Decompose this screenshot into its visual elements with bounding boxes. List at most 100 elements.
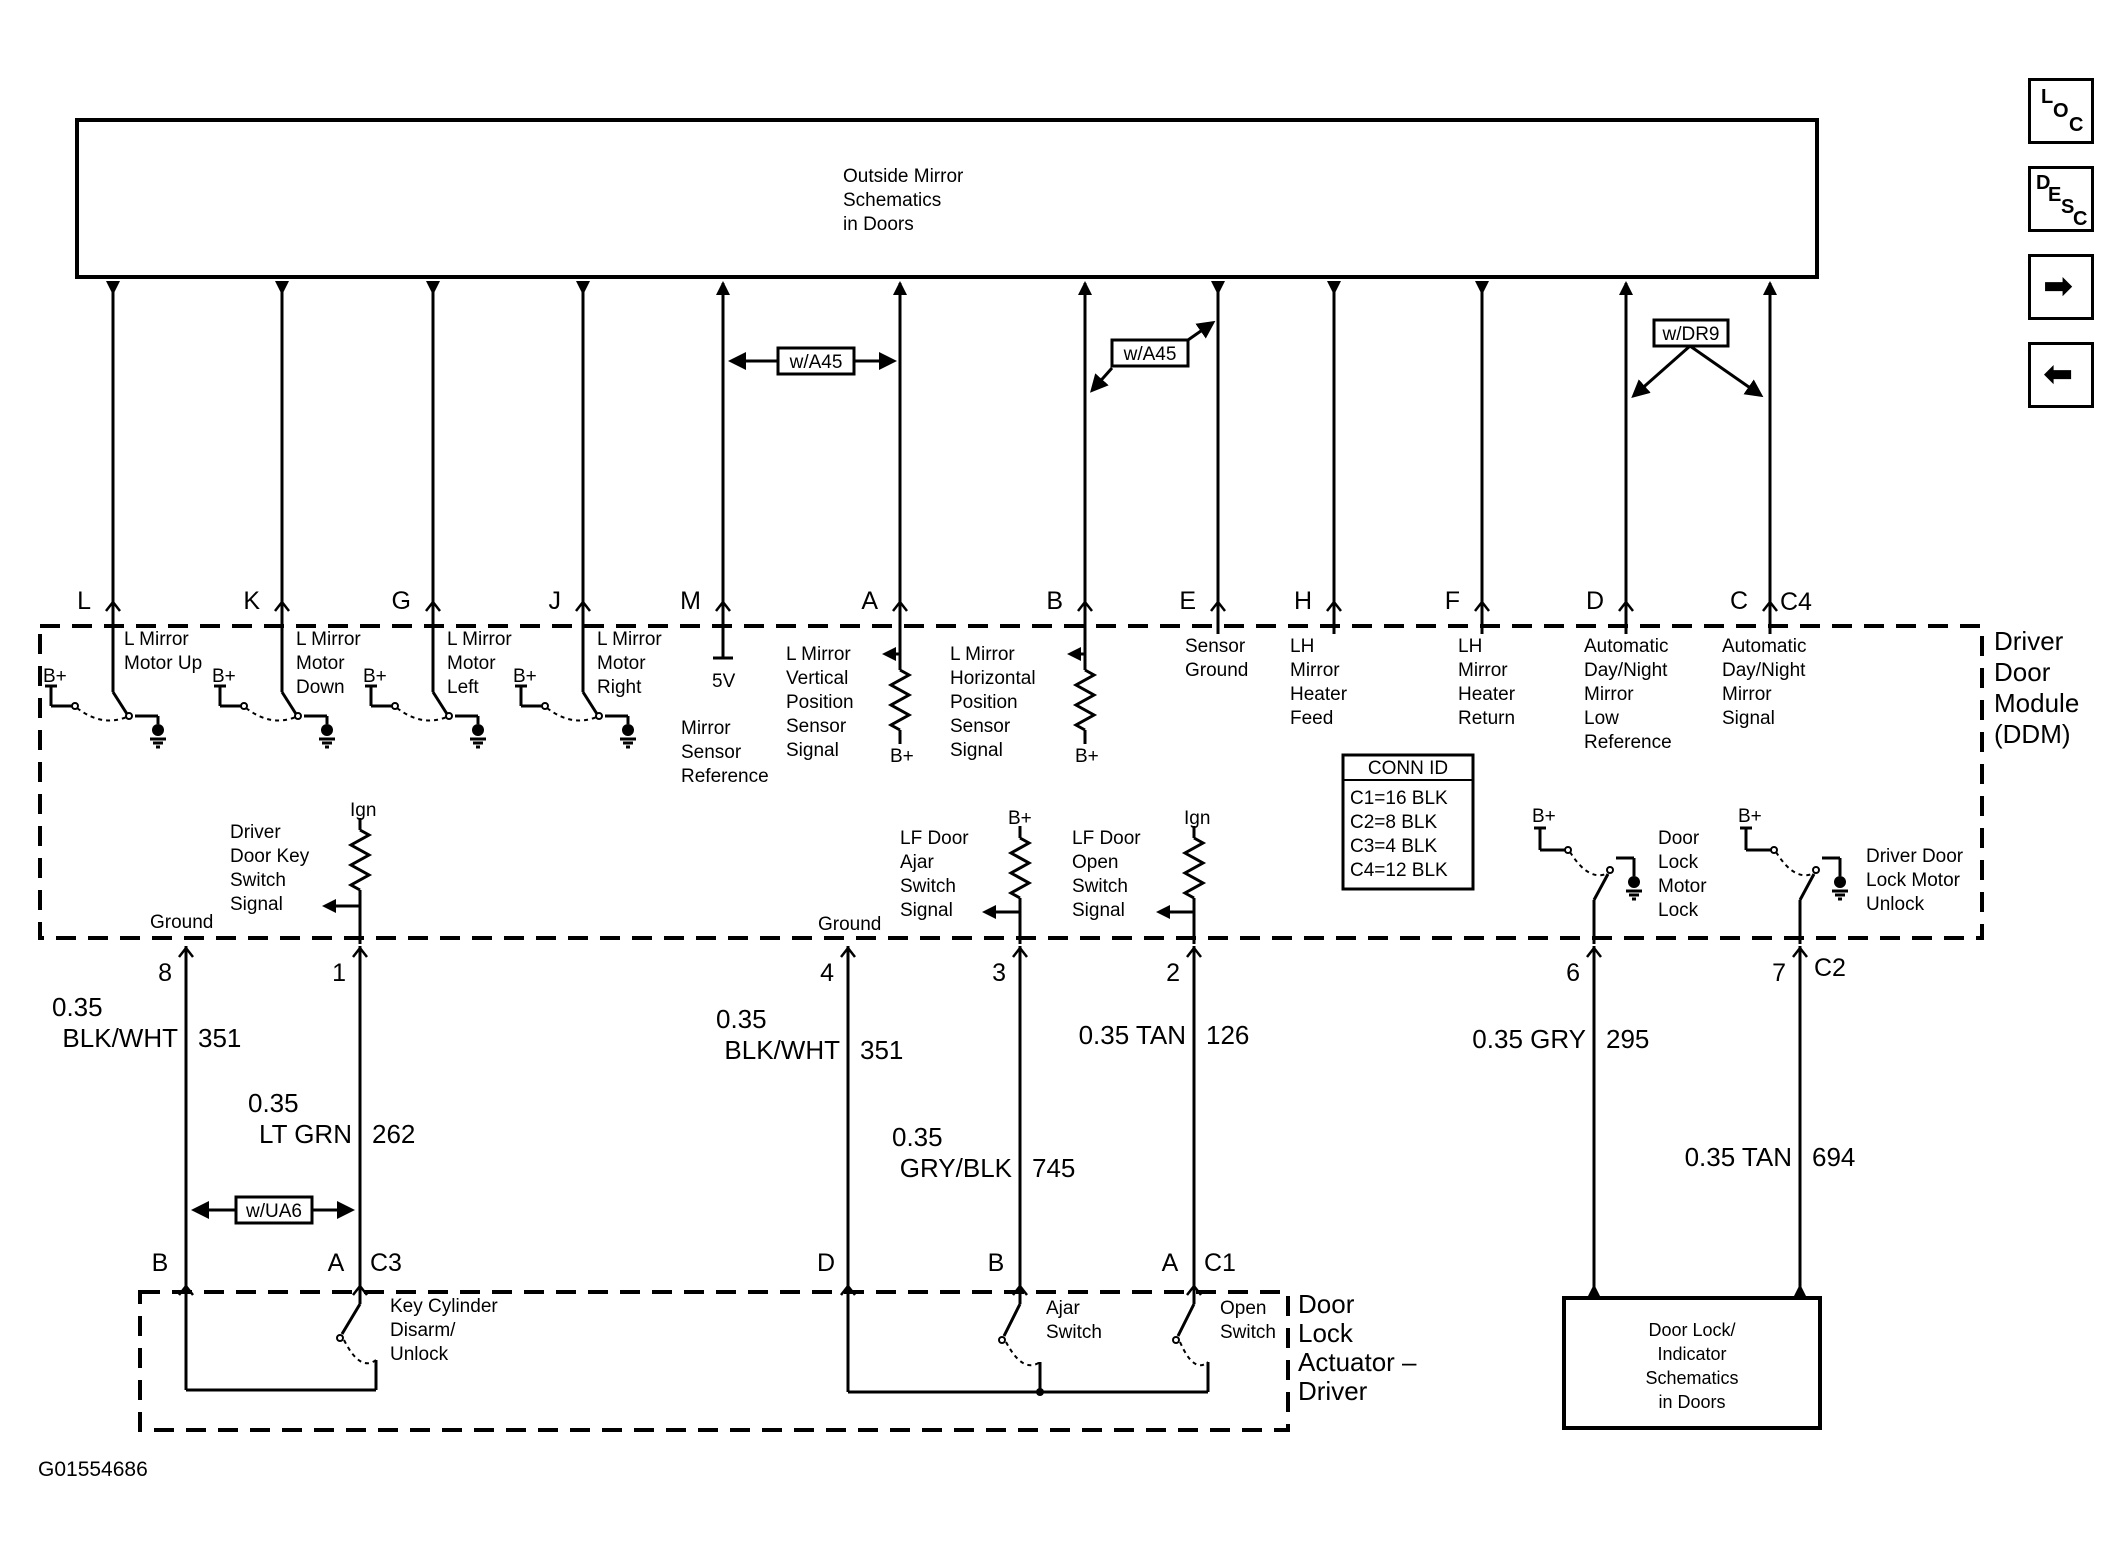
conn-id-row: C4=12 BLK (1350, 860, 1448, 881)
bottom-pin-7: 7 (1772, 959, 1786, 987)
sensor-label: Signal (950, 740, 1003, 761)
switch-blade (280, 691, 298, 715)
connector-chevron (1762, 599, 1778, 612)
option-arrow (1631, 344, 1691, 398)
switch-contact (1564, 846, 1572, 854)
resistor-icon (1181, 836, 1207, 900)
option-tag-dr9-text: w/DR9 (1661, 324, 1719, 345)
connector-chevron (1618, 599, 1634, 612)
arrow-left (322, 899, 336, 913)
arrow-up (716, 281, 730, 295)
motor-label: Motor (447, 653, 496, 674)
resistor-icon (887, 668, 913, 732)
connector-chevron (178, 945, 194, 958)
connector-chevron (1586, 945, 1602, 958)
actuator-pin: B (988, 1249, 1005, 1277)
option-tag-a45 (1110, 338, 1190, 368)
ajar-signal-label: Signal (900, 900, 953, 921)
motor-label: Left (447, 677, 479, 698)
option-tag-ua6 (234, 1195, 314, 1225)
switch-contact (391, 702, 399, 710)
arrow-up (1587, 1284, 1601, 1298)
top-pin-B: B (1046, 587, 1063, 615)
daynight-signal-label: Mirror (1722, 684, 1772, 705)
switch-contact (1606, 866, 1614, 874)
sensor-label: Position (950, 692, 1018, 713)
lock-motor-label: Motor (1658, 876, 1707, 897)
sensor-label: Sensor (786, 716, 847, 737)
wire-color: LT GRN (259, 1119, 352, 1149)
wire-gauge: 0.35 (716, 1004, 767, 1034)
switch-contact (240, 702, 248, 710)
actuator-name: Door (1298, 1289, 1355, 1319)
actuator-name: Actuator – (1298, 1347, 1417, 1377)
top-connector-label: C4 (1780, 588, 1812, 616)
module-name: Door (1994, 657, 2051, 687)
circuit-number: 262 (372, 1119, 415, 1149)
motor-label: L Mirror (296, 629, 361, 650)
arrow-left-icon: ⬅ (2043, 354, 2074, 395)
switch-link (1569, 851, 1611, 877)
actuator-pin: B (152, 1249, 169, 1277)
figure-id: G01554686 (38, 1458, 148, 1481)
connector-chevron (1077, 599, 1093, 612)
sensor-ground-label: Sensor (1185, 636, 1246, 657)
bplus-label: B+ (890, 746, 914, 767)
top-pin-G: G (392, 587, 411, 615)
switch-blade (1176, 1303, 1196, 1337)
arrow-down (106, 281, 120, 295)
circuit-number: 351 (198, 1023, 241, 1053)
connector-chevron (1474, 599, 1490, 612)
daynight-low-ref-label: Automatic (1584, 636, 1668, 657)
desc-button[interactable]: D E S C (2028, 166, 2094, 232)
motor-label: Down (296, 677, 345, 698)
ajar-switch-label: Ajar (1046, 1298, 1080, 1319)
heater-feed-label: Feed (1290, 708, 1333, 729)
top-pin-C: C (1730, 587, 1748, 615)
next-button[interactable]: ➡ (2028, 254, 2094, 320)
key-cylinder-label: Unlock (390, 1344, 449, 1365)
daynight-signal-label: Signal (1722, 708, 1775, 729)
connector-chevron (352, 945, 368, 958)
wire-gauge: 0.35 (248, 1088, 299, 1118)
wire-spec: 0.35 GRY (1472, 1024, 1586, 1054)
bplus-label: B+ (43, 666, 67, 687)
circuit-number: 351 (860, 1035, 903, 1065)
splice-dot (1036, 1388, 1044, 1396)
arrow-down (1475, 281, 1489, 295)
open-switch-label: Switch (1220, 1322, 1276, 1343)
option-tag-a45 (776, 346, 856, 376)
c3-connector-label: C3 (370, 1249, 402, 1277)
switch-contact (294, 712, 302, 720)
actuator-name: Driver (1298, 1376, 1368, 1406)
daynight-signal-label: Automatic (1722, 636, 1806, 657)
arrow-right-icon: ➡ (2043, 266, 2074, 307)
switch-contact (71, 702, 79, 710)
motor-label: L Mirror (124, 629, 189, 650)
sensor-label: Position (786, 692, 854, 713)
resistor-icon (1072, 668, 1098, 732)
bottom-pin-3: 3 (992, 959, 1006, 987)
arrow-left (982, 905, 996, 919)
ajar-signal-label: Ajar (900, 852, 934, 873)
open-switch-label: Open (1220, 1298, 1266, 1319)
bplus-label: B+ (1075, 746, 1099, 767)
wire-spec: 0.35 TAN (1079, 1020, 1186, 1050)
switch-link (546, 707, 600, 722)
sensor-ref-label: Mirror (681, 718, 731, 739)
top-pin-D: D (1586, 587, 1604, 615)
loc-button[interactable]: L O C (2028, 78, 2094, 144)
motor-label: Motor Up (124, 653, 202, 674)
resistor-icon (347, 828, 373, 892)
sensor-ground-label: Ground (1185, 660, 1248, 681)
arrow-down (1327, 281, 1341, 295)
prev-button[interactable]: ⬅ (2028, 342, 2094, 408)
connector-chevron (425, 599, 441, 612)
bottom-pin-2: 2 (1166, 959, 1180, 987)
indicator-box-line: Schematics (1645, 1368, 1738, 1388)
connector-chevron (274, 599, 290, 612)
ddm-module-border (38, 624, 1984, 940)
switch-link (1775, 851, 1817, 877)
bplus-label: B+ (1738, 806, 1762, 827)
switch-link (396, 707, 450, 722)
